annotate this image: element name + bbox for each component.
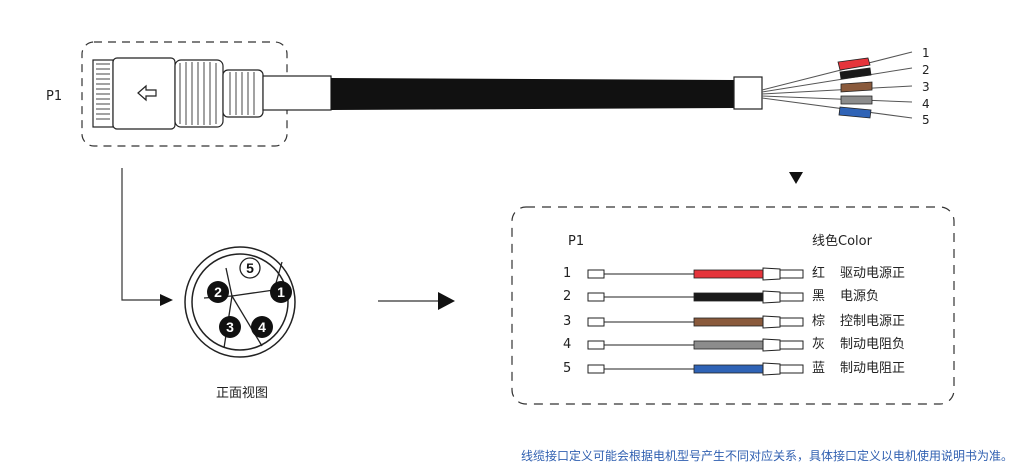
row-number: 4	[563, 337, 572, 352]
cable-jacket	[331, 78, 734, 110]
table-header-right: 线色Color	[812, 234, 872, 249]
row-function: 制动电阻正	[840, 361, 906, 376]
pin-3-label: 3	[226, 319, 234, 335]
table-dashed-frame	[511, 206, 955, 405]
row-color-name: 灰	[812, 337, 826, 352]
connector-to-front-view-line	[121, 168, 164, 301]
wire-number: 2	[922, 63, 930, 77]
row-number: 2	[563, 289, 572, 304]
row-number: 5	[563, 361, 572, 376]
connector-label: P1	[46, 89, 63, 104]
pin-2-label: 2	[214, 284, 222, 300]
row-color-name: 蓝	[812, 361, 826, 376]
row-function: 电源负	[840, 289, 880, 304]
middle-arrow-icon	[438, 292, 455, 310]
footnote: 线缆接口定义可能会根据电机型号产生不同对应关系，具体接口定义以电机使用说明书为准…	[520, 449, 1013, 463]
row-function: 制动电阻负	[840, 337, 906, 352]
row-color-name: 黑	[812, 289, 826, 304]
row-function: 控制电源正	[840, 314, 906, 329]
table-header-left: P1	[568, 234, 585, 249]
row-number: 3	[563, 314, 572, 329]
arrow-right-icon	[160, 294, 173, 306]
row-function: 驱动电源正	[840, 266, 906, 281]
wire-number: 5	[922, 113, 930, 127]
table-wires	[587, 267, 804, 376]
pin-4-label: 4	[258, 319, 266, 335]
down-arrow-icon	[789, 172, 803, 184]
cable-sleeve	[733, 76, 763, 110]
row-number: 1	[563, 266, 572, 281]
row-color-name: 红	[812, 266, 826, 281]
arrow-left-icon	[137, 84, 157, 102]
pin-1-label: 1	[277, 284, 285, 300]
pin-5-label: 5	[246, 260, 254, 276]
wire-number: 4	[922, 97, 930, 111]
wire-number: 1	[922, 46, 930, 60]
wire-number: 3	[922, 80, 930, 94]
front-view-pins: 5 2 1 3 4	[207, 257, 292, 338]
row-color-name: 棕	[812, 314, 826, 329]
fanout-wires	[761, 51, 913, 119]
front-view-caption: 正面视图	[216, 386, 269, 401]
connector-body	[92, 57, 332, 130]
